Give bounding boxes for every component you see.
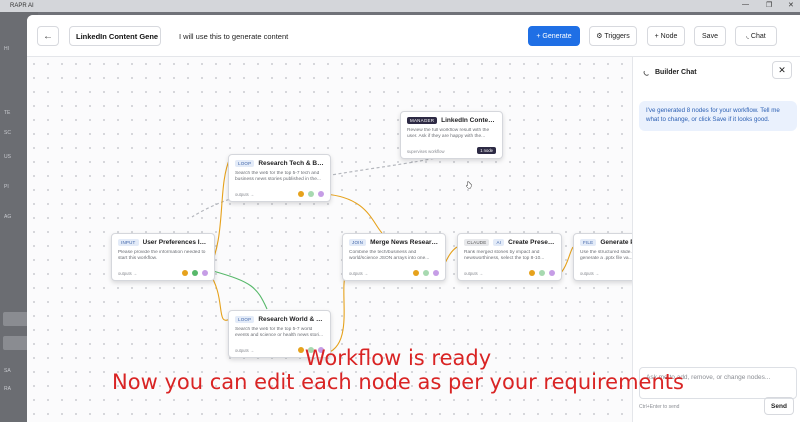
- add-node-button[interactable]: + Node: [647, 26, 685, 46]
- output-port[interactable]: [308, 347, 314, 353]
- output-port[interactable]: [192, 270, 198, 276]
- caption-line-1: Workflow is ready: [304, 346, 492, 370]
- bg-sidebar-item: AG: [4, 214, 12, 220]
- node-footer: outputs →: [580, 271, 600, 276]
- node-title: Research World & Scien...: [258, 316, 324, 323]
- chat-title: Builder Chat: [655, 68, 697, 76]
- chat-button[interactable]: ◟ Chat: [735, 26, 777, 46]
- output-port[interactable]: [433, 270, 439, 276]
- node-title: Merge News Research: [370, 239, 439, 246]
- bg-sidebar-item: TE: [4, 110, 11, 116]
- output-port[interactable]: [298, 191, 304, 197]
- node-description: Combine the tech/business and world/scie…: [349, 250, 430, 262]
- node-title: Create Presentati...: [508, 239, 555, 246]
- node-title: Research Tech & Busine...: [258, 160, 324, 167]
- node-description: Review the full workflow result with the…: [407, 128, 490, 140]
- bg-sidebar-item: SC: [4, 130, 11, 136]
- workflow-builder-modal: ← LinkedIn Content Gene I will use this …: [27, 15, 800, 422]
- restore-button[interactable]: ❐: [766, 2, 773, 9]
- triggers-button[interactable]: ⚙ Triggers: [589, 26, 637, 46]
- chat-icon: [643, 70, 649, 76]
- workflow-name-input[interactable]: LinkedIn Content Gene: [69, 26, 161, 46]
- output-port[interactable]: [539, 270, 545, 276]
- minimize-button[interactable]: —: [742, 1, 749, 8]
- assistant-message: I've generated 8 nodes for your workflow…: [639, 101, 797, 131]
- output-port[interactable]: [318, 347, 324, 353]
- builder-header: ← LinkedIn Content Gene I will use this …: [27, 15, 800, 57]
- workflow-description-input[interactable]: I will use this to generate content: [179, 31, 289, 41]
- node-title: LinkedIn Content G...: [441, 117, 496, 124]
- node-footer: outputs →: [235, 348, 255, 353]
- output-port[interactable]: [298, 347, 304, 353]
- node-description: Rank merged stories by impact and newswo…: [464, 250, 545, 262]
- hand-cursor-icon: [466, 181, 472, 189]
- output-port[interactable]: [308, 191, 314, 197]
- node-type-badge: CLAUDE: [464, 239, 490, 246]
- output-port[interactable]: [413, 270, 419, 276]
- node-footer: outputs →: [235, 192, 255, 197]
- bg-sidebar-box: [3, 336, 33, 350]
- bg-sidebar-item: HI: [4, 46, 9, 52]
- output-port[interactable]: [202, 270, 208, 276]
- node-type-badge: JOIN: [349, 239, 367, 246]
- node-description: Search the web for the top 5-7 tech and …: [235, 171, 321, 183]
- node-type-badge: LOOP: [235, 316, 255, 323]
- arrow-left-icon: ←: [43, 30, 53, 42]
- generate-button[interactable]: + Generate: [528, 26, 580, 46]
- caption-line-2: Now you can edit each node as per your r…: [112, 370, 684, 394]
- bg-sidebar-item: RA: [4, 386, 11, 392]
- node-footer: outputs →: [464, 271, 484, 276]
- app-title: RAPR AI: [10, 3, 34, 9]
- output-port[interactable]: [529, 270, 535, 276]
- node-footer: supervises workflow: [407, 149, 445, 154]
- chat-message-input[interactable]: Ask me to add, remove, or change nodes..…: [639, 367, 797, 399]
- send-shortcut-hint: Ctrl+Enter to send: [639, 404, 680, 410]
- node-title: User Preferences Input: [142, 239, 209, 246]
- node-description: Use the structured slide... generate a .…: [580, 250, 635, 262]
- output-port[interactable]: [182, 270, 188, 276]
- node-description: Please provide the information needed to…: [118, 250, 206, 262]
- node-footer: outputs →: [349, 271, 369, 276]
- output-port[interactable]: [318, 191, 324, 197]
- node-type-badge: FILE: [580, 239, 597, 246]
- node-type-badge: INPUT: [118, 239, 139, 246]
- node-description: Search the web for the top 5-7 world eve…: [235, 327, 323, 339]
- bg-sidebar-item: PI: [4, 184, 9, 190]
- node-type-badge: LOOP: [235, 160, 255, 167]
- back-button[interactable]: ←: [37, 26, 59, 46]
- edge-input-to-join: [212, 270, 268, 310]
- close-icon: ✕: [778, 64, 786, 75]
- bg-sidebar-item: US: [4, 154, 11, 160]
- output-port[interactable]: [423, 270, 429, 276]
- builder-chat-panel: Builder Chat ✕ I've generated 8 nodes fo…: [632, 57, 800, 422]
- node-ai-badge: AI: [493, 239, 505, 246]
- chat-header: Builder Chat: [633, 57, 800, 87]
- bg-sidebar-box: [3, 312, 33, 326]
- node-type-badge: MANAGER: [407, 117, 438, 124]
- node-footer: outputs →: [118, 271, 138, 276]
- send-button[interactable]: Send: [764, 397, 794, 415]
- window-close-button[interactable]: ✕: [788, 2, 794, 9]
- bg-sidebar-item: SA: [4, 368, 11, 374]
- os-titlebar: RAPR AI — ❐ ✕: [0, 0, 800, 12]
- close-chat-button[interactable]: ✕: [772, 61, 792, 79]
- output-port[interactable]: [549, 270, 555, 276]
- node-action-button[interactable]: 1 node: [477, 147, 496, 154]
- edge-loop1-to-join: [323, 193, 383, 234]
- save-button[interactable]: Save: [694, 26, 726, 46]
